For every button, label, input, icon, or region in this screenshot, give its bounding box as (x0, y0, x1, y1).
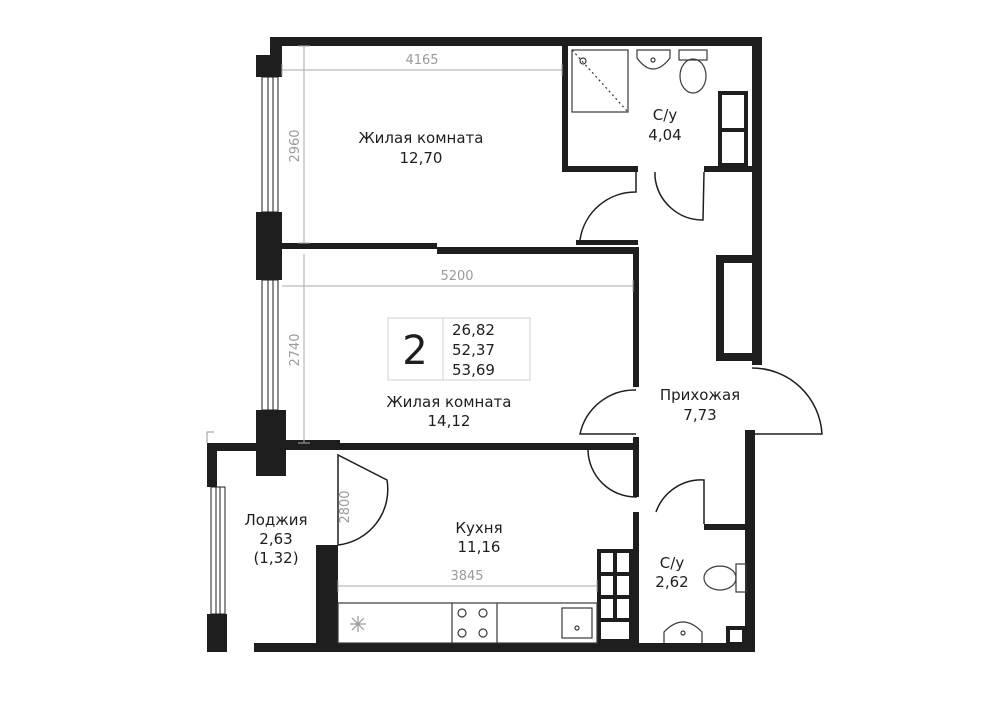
fixtures (337, 49, 747, 644)
room-name-bathroom-2: С/у (660, 554, 685, 572)
outer-walls (207, 37, 762, 652)
room-name-bedroom-2: Жилая комната (387, 393, 512, 411)
room-area-loggia-reduced: (1,32) (253, 549, 298, 567)
room-area-bathroom-1: 4,04 (648, 126, 681, 144)
living-area: 26,82 (452, 321, 495, 339)
room-name-loggia: Лоджия (244, 511, 307, 529)
dimension-labels: 4165 2960 5200 2740 3845 2800 (288, 53, 484, 584)
dimension-lines (281, 45, 634, 592)
room-area-bedroom-2: 14,12 (428, 412, 471, 430)
room-labels: Жилая комната 12,70 С/у 4,04 Жилая комна… (244, 106, 740, 591)
room-name-kitchen: Кухня (455, 519, 502, 537)
windows (206, 76, 279, 615)
dim-bedroom1-width: 4165 (405, 53, 438, 68)
room-area-bathroom-2: 2,62 (655, 573, 688, 591)
interior-walls (282, 44, 762, 652)
dim-bedroom2-depth: 2740 (288, 333, 303, 366)
room-area-bedroom-1: 12,70 (400, 149, 443, 167)
summary-box: 2 26,82 52,37 53,69 (387, 317, 531, 381)
dim-bedroom2-width: 5200 (440, 269, 473, 284)
room-area-hallway: 7,73 (683, 406, 716, 424)
doors (337, 171, 823, 546)
dim-kitchen-width: 3845 (450, 569, 483, 584)
room-name-bathroom-1: С/у (653, 106, 678, 124)
room-area-loggia: 2,63 (259, 530, 292, 548)
rooms-count: 2 (402, 328, 427, 374)
room-name-bedroom-1: Жилая комната (359, 129, 484, 147)
dim-bedroom1-depth: 2960 (288, 129, 303, 162)
total-area-with-loggia: 53,69 (452, 361, 495, 379)
total-area: 52,37 (452, 341, 495, 359)
room-area-kitchen: 11,16 (458, 538, 501, 556)
dim-kitchen-depth: 2800 (338, 490, 353, 523)
room-name-hallway: Прихожая (660, 386, 740, 404)
